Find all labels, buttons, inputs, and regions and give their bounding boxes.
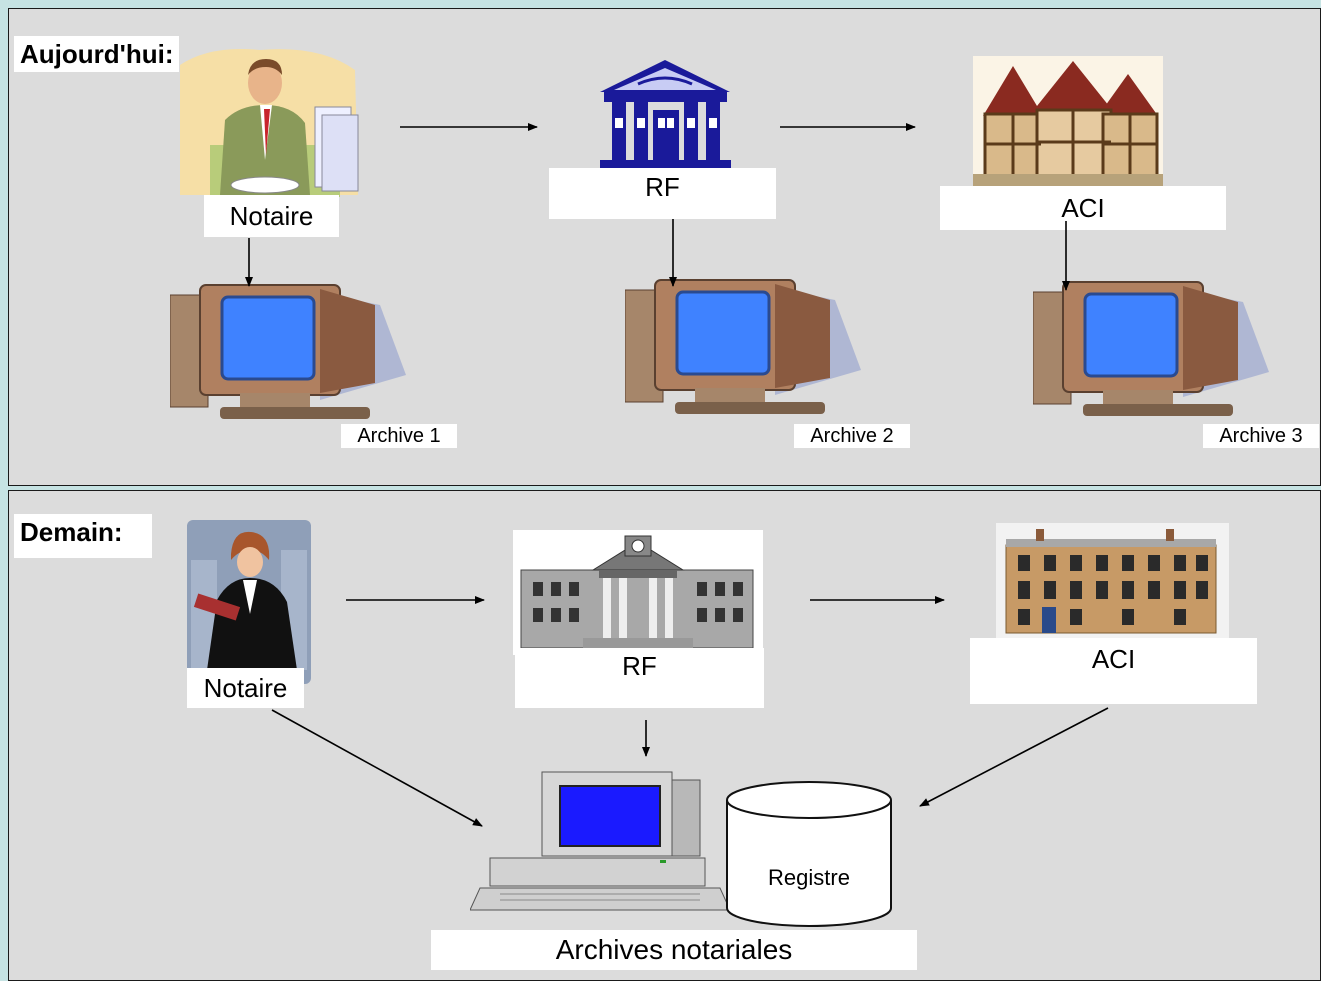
heading-today: Aujourd'hui: [14,36,180,72]
computer-icon [625,279,861,414]
notaire-businessman-icon [180,49,359,197]
heading-tomorrow: Demain: [14,514,152,558]
rf-label-today: RF [549,168,776,219]
registre-database-icon [726,781,892,927]
notaire-label-tomorrow: Notaire [187,668,304,708]
aci-label-tomorrow: ACI [970,638,1257,704]
computer-icon [170,284,406,419]
notaire-label-today: Notaire [204,195,339,237]
notaire-lawyer-icon [187,520,311,684]
archives-notariales-label: Archives notariales [431,930,917,970]
computer-icon [1033,281,1269,416]
central-computer-icon [470,771,731,911]
registre-label: Registre [733,858,885,898]
bank-building-icon [600,60,731,171]
archive-2-label: Archive 2 [794,424,910,448]
rf-label-tomorrow: RF [515,648,764,708]
archive-3-label: Archive 3 [1203,424,1319,448]
aci-label-today: ACI [940,186,1226,230]
courthouse-building-icon [513,530,763,655]
archive-1-label: Archive 1 [341,424,457,448]
timbered-houses-icon [973,56,1163,186]
brick-building-icon [996,523,1229,638]
